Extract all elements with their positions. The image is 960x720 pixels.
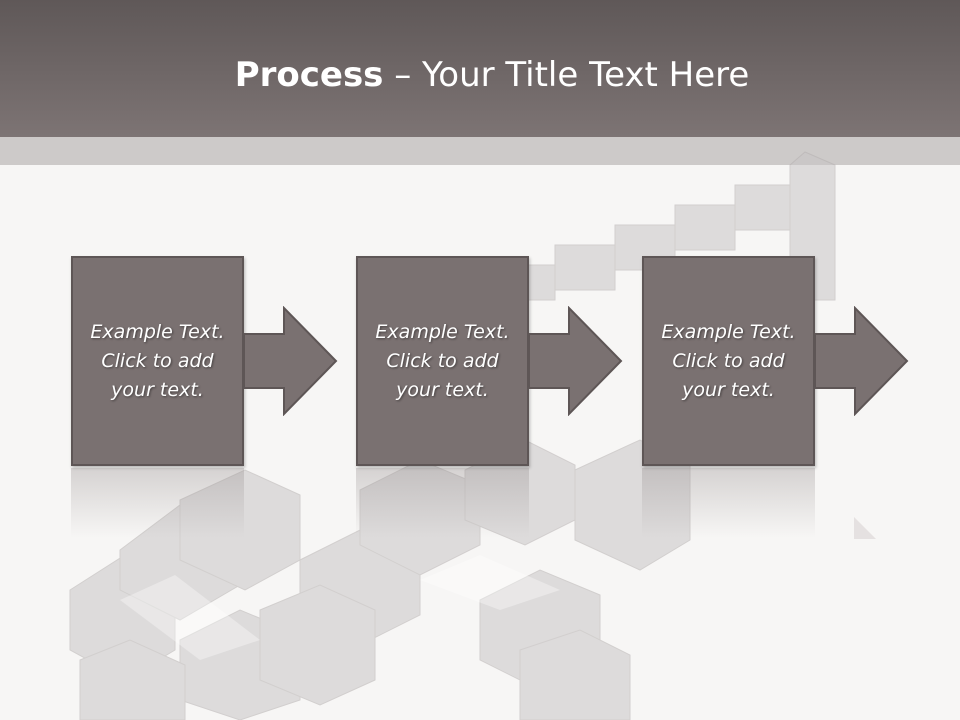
title-regular-part: – Your Title Text Here xyxy=(383,55,750,95)
step-1-text: Example Text. Click to add your text. xyxy=(90,320,225,401)
step-1-reflection xyxy=(71,468,244,538)
process-step-1[interactable]: Example Text. Click to add your text. xyxy=(71,256,244,466)
process-step-3[interactable]: Example Text. Click to add your text. xyxy=(642,256,815,466)
step-3-reflection xyxy=(642,468,815,538)
right-arrow-icon xyxy=(244,306,338,416)
right-arrow-icon xyxy=(815,306,909,416)
title-bar xyxy=(0,0,960,137)
step-2-text: Example Text. Click to add your text. xyxy=(375,320,510,401)
process-step-2[interactable]: Example Text. Click to add your text. xyxy=(356,256,529,466)
step-3-text: Example Text. Click to add your text. xyxy=(661,320,796,401)
step-2-reflection xyxy=(356,468,529,538)
right-arrow-icon xyxy=(529,306,623,416)
arrow-reflection xyxy=(854,517,876,539)
title-bold-part: Process xyxy=(234,55,384,95)
slide-title[interactable]: Process – Your Title Text Here xyxy=(0,52,960,98)
